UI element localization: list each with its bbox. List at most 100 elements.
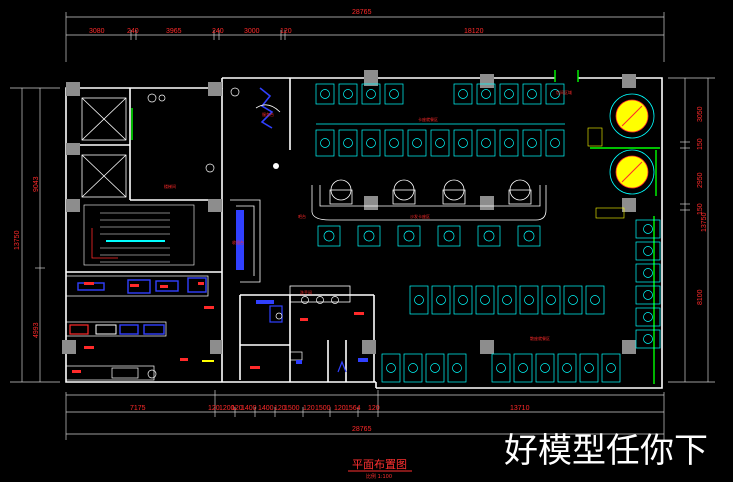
table-pattern [504, 89, 514, 99]
table-pattern [435, 138, 445, 148]
dining-table-27 [409, 285, 429, 315]
dining-table-26 [517, 225, 541, 247]
dim-bottom-8: 1500 [284, 405, 300, 412]
bar-counter [230, 199, 261, 283]
dim-bottom-total: 28765 [352, 426, 372, 433]
dim-bottom-11: 120 [334, 405, 346, 412]
dining-table-29 [453, 285, 473, 315]
dining-table-37 [403, 353, 423, 383]
table-pattern [502, 295, 512, 305]
dimension-lines [10, 12, 715, 440]
table-pattern [320, 89, 330, 99]
table-pattern [389, 138, 399, 148]
table-pattern [436, 295, 446, 305]
dim-top-4: 240 [212, 28, 224, 35]
dim-top-6: 120 [280, 28, 292, 35]
table-pattern [414, 295, 424, 305]
dining-table-12 [361, 129, 381, 157]
table-pattern [546, 295, 556, 305]
dining-table-51 [635, 329, 661, 349]
dining-table-42 [535, 353, 555, 383]
table-pattern [481, 89, 491, 99]
dining-table-28 [431, 285, 451, 315]
dining-table-9 [545, 83, 565, 105]
dim-bottom-5: 1400 [241, 405, 257, 412]
label-stair-lobby: 楼梯间 [164, 183, 176, 189]
table-pattern [590, 295, 600, 305]
dining-table-4 [384, 83, 404, 105]
stairs [83, 204, 195, 266]
dim-bottom-6: 1400 [258, 405, 274, 412]
table-pattern [408, 363, 418, 373]
table-pattern [430, 363, 440, 373]
dining-table-45 [601, 353, 621, 383]
table-pattern [343, 89, 353, 99]
table-pattern [481, 138, 491, 148]
drawing-scale: 比例 1:100 [366, 473, 392, 480]
dim-right-total: 13750 [701, 212, 708, 232]
label-vip-seating-1: 卡座就餐区 [418, 116, 438, 122]
table-pattern [458, 89, 468, 99]
booth-sofas [311, 179, 547, 221]
room-labels: 包间区域 卡座就餐区 沙发卡座区 散座就餐区 吧台 服务台 楼梯间 收银台 洗手… [164, 89, 572, 341]
title-block: 平面布置图 比例 1:100 [348, 458, 412, 480]
reception-decor [147, 87, 281, 270]
table-pattern [480, 295, 490, 305]
label-booth-area: 沙发卡座区 [410, 213, 430, 219]
dining-table-31 [497, 285, 517, 315]
dining-table-3 [361, 83, 381, 105]
dim-left-total: 13750 [14, 230, 21, 250]
furniture-layer [315, 83, 661, 383]
dimension-text: 28765 3080 240 3965 240 3000 120 18120 7… [14, 9, 708, 433]
dining-table-41 [513, 353, 533, 383]
dining-table-25 [477, 225, 501, 247]
dining-table-39 [447, 353, 467, 383]
kitchen [65, 275, 214, 381]
label-washroom: 洗手间 [300, 289, 312, 295]
dining-table-2 [338, 83, 358, 105]
dim-top-7: 18120 [464, 28, 484, 35]
table-pattern [527, 89, 537, 99]
label-bar: 吧台 [298, 213, 306, 219]
label-cashier: 收银台 [232, 239, 244, 245]
dining-table-48 [635, 263, 661, 283]
table-pattern [483, 230, 495, 242]
table-pattern [320, 138, 330, 148]
table-pattern [443, 230, 455, 242]
dining-table-5 [453, 83, 473, 105]
dining-table-40 [491, 353, 511, 383]
dim-bottom-3: 1200 [219, 405, 235, 412]
table-pattern [527, 138, 537, 148]
dim-bottom-10: 1500 [315, 405, 331, 412]
dining-table-13 [384, 129, 404, 157]
table-pattern [584, 363, 594, 373]
table-pattern [504, 138, 514, 148]
dim-top-3: 3965 [166, 28, 182, 35]
columns [62, 70, 636, 354]
dining-table-24 [437, 225, 461, 247]
table-pattern [389, 89, 399, 99]
table-pattern [643, 334, 653, 344]
dining-table-15 [430, 129, 450, 157]
dining-table-8 [522, 83, 542, 105]
dining-table-16 [453, 129, 473, 157]
label-private-room: 包间区域 [556, 89, 572, 95]
dining-table-47 [635, 241, 661, 261]
table-pattern [562, 363, 572, 373]
dim-bottom-9: 120 [303, 405, 315, 412]
table-pattern [386, 363, 396, 373]
dim-top-2: 240 [127, 28, 139, 35]
table-pattern [403, 230, 415, 242]
dining-table-35 [585, 285, 605, 315]
table-pattern [323, 230, 335, 242]
table-pattern [606, 363, 616, 373]
label-dining-main: 散座就餐区 [530, 335, 550, 341]
table-pattern [452, 363, 462, 373]
dining-table-43 [557, 353, 577, 383]
drawing-title: 平面布置图 [352, 458, 407, 471]
dining-table-50 [635, 307, 661, 327]
table-pattern [523, 230, 535, 242]
table-pattern [518, 363, 528, 373]
dim-right-5: 8100 [697, 289, 704, 305]
table-pattern [496, 363, 506, 373]
